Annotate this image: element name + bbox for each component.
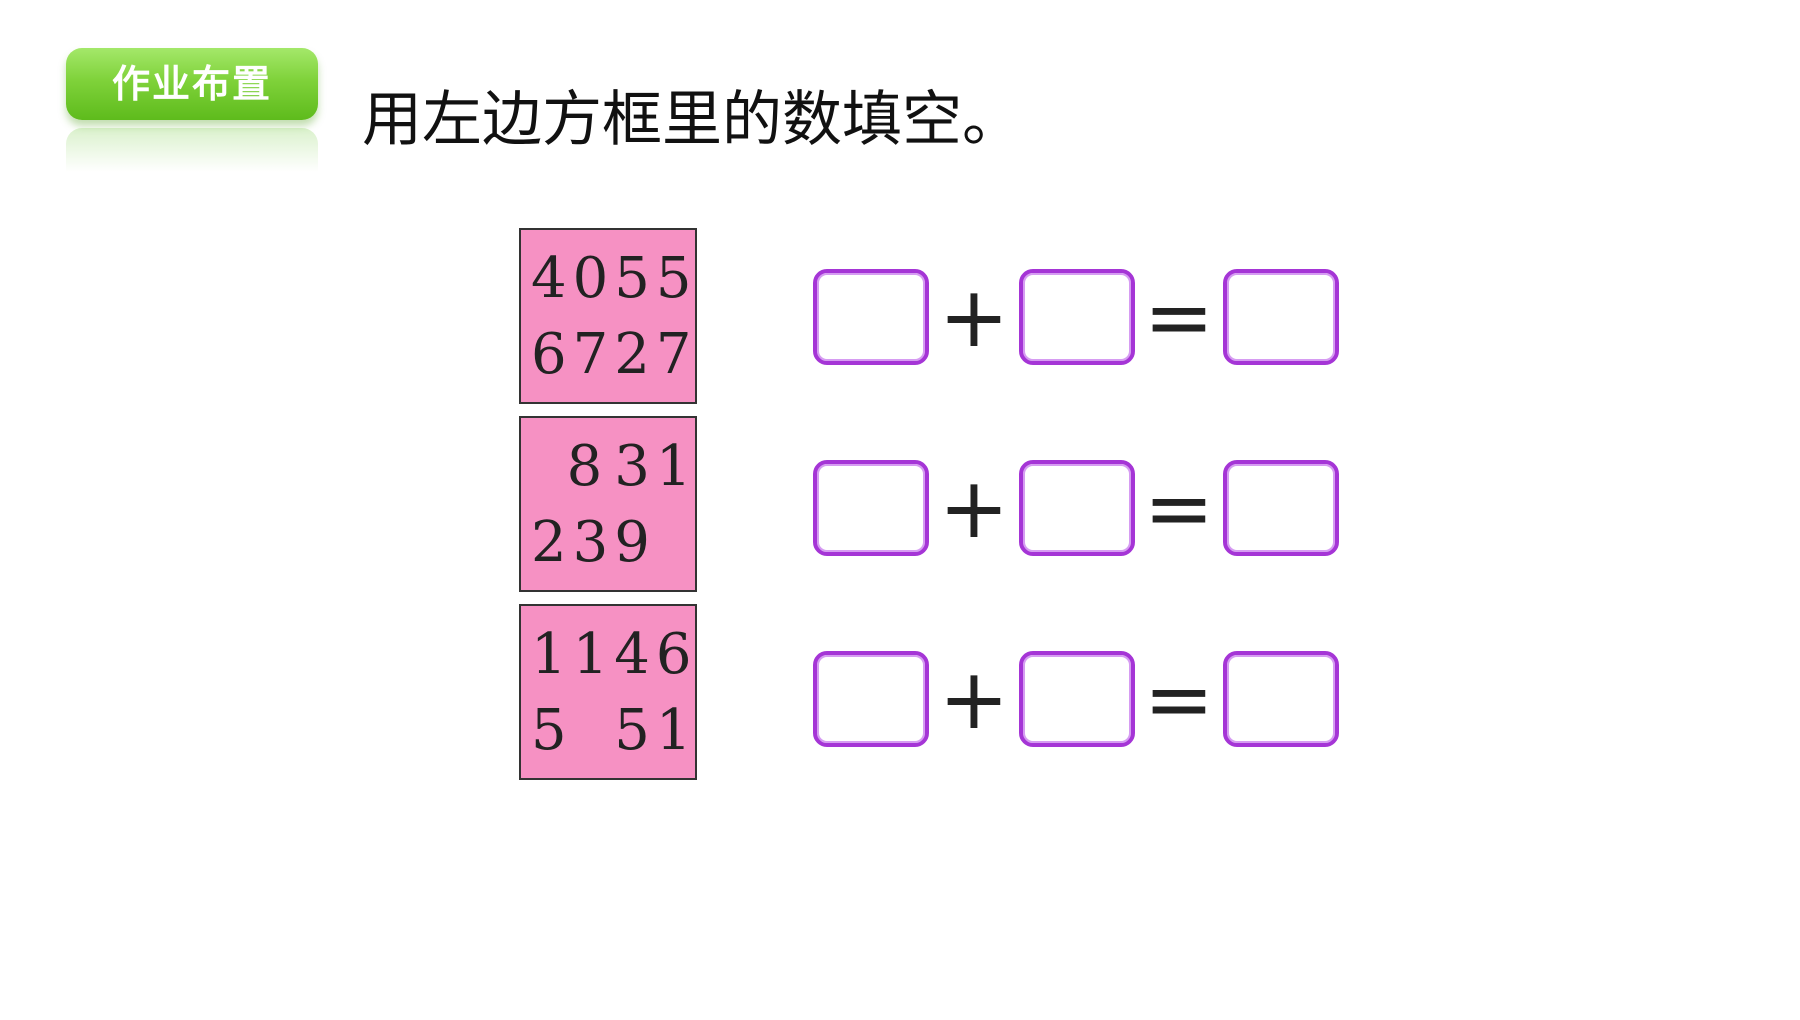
answer-slot-addend-2[interactable] [1019, 269, 1135, 365]
number-cell: 31 [614, 433, 698, 499]
equals-sign: = [1143, 268, 1215, 366]
badge-reflection [66, 128, 318, 172]
equation-row-1: + = [813, 265, 1339, 369]
equation-row-3: + = [813, 647, 1339, 751]
number-cell: 55 [614, 245, 698, 311]
answer-slot-addend-1[interactable] [813, 651, 929, 747]
plus-sign: + [938, 650, 1010, 748]
equals-sign: = [1143, 459, 1215, 557]
equations: + = + = + = [813, 265, 1339, 838]
equals-sign: = [1143, 650, 1215, 748]
equation-row-2: + = [813, 456, 1339, 560]
number-cell: 27 [614, 321, 698, 387]
number-cell: 46 [614, 621, 698, 687]
number-cell: 67 [531, 321, 615, 387]
number-box-2: 8 31 23 9 [519, 416, 697, 592]
answer-slot-addend-2[interactable] [1019, 651, 1135, 747]
answer-slot-addend-2[interactable] [1019, 460, 1135, 556]
number-cell: 40 [531, 245, 615, 311]
number-cell: 23 [531, 509, 615, 575]
number-box-1: 40 55 67 27 [519, 228, 697, 404]
number-box-3: 11 46 5 51 [519, 604, 697, 780]
answer-slot-sum[interactable] [1223, 651, 1339, 747]
page-title: 用左边方框里的数填空。 [362, 85, 1022, 155]
number-boxes: 40 55 67 27 8 31 23 9 11 46 5 51 [519, 228, 701, 792]
number-cell: 11 [531, 621, 615, 687]
answer-slot-sum[interactable] [1223, 460, 1339, 556]
plus-sign: + [938, 268, 1010, 366]
answer-slot-sum[interactable] [1223, 269, 1339, 365]
homework-badge: 作业布置 [66, 48, 318, 120]
number-cell: 5 [531, 697, 573, 763]
number-cell: 51 [614, 697, 698, 763]
plus-sign: + [938, 459, 1010, 557]
answer-slot-addend-1[interactable] [813, 269, 929, 365]
answer-slot-addend-1[interactable] [813, 460, 929, 556]
number-cell: 9 [614, 509, 656, 575]
number-cell: 8 [566, 433, 609, 499]
